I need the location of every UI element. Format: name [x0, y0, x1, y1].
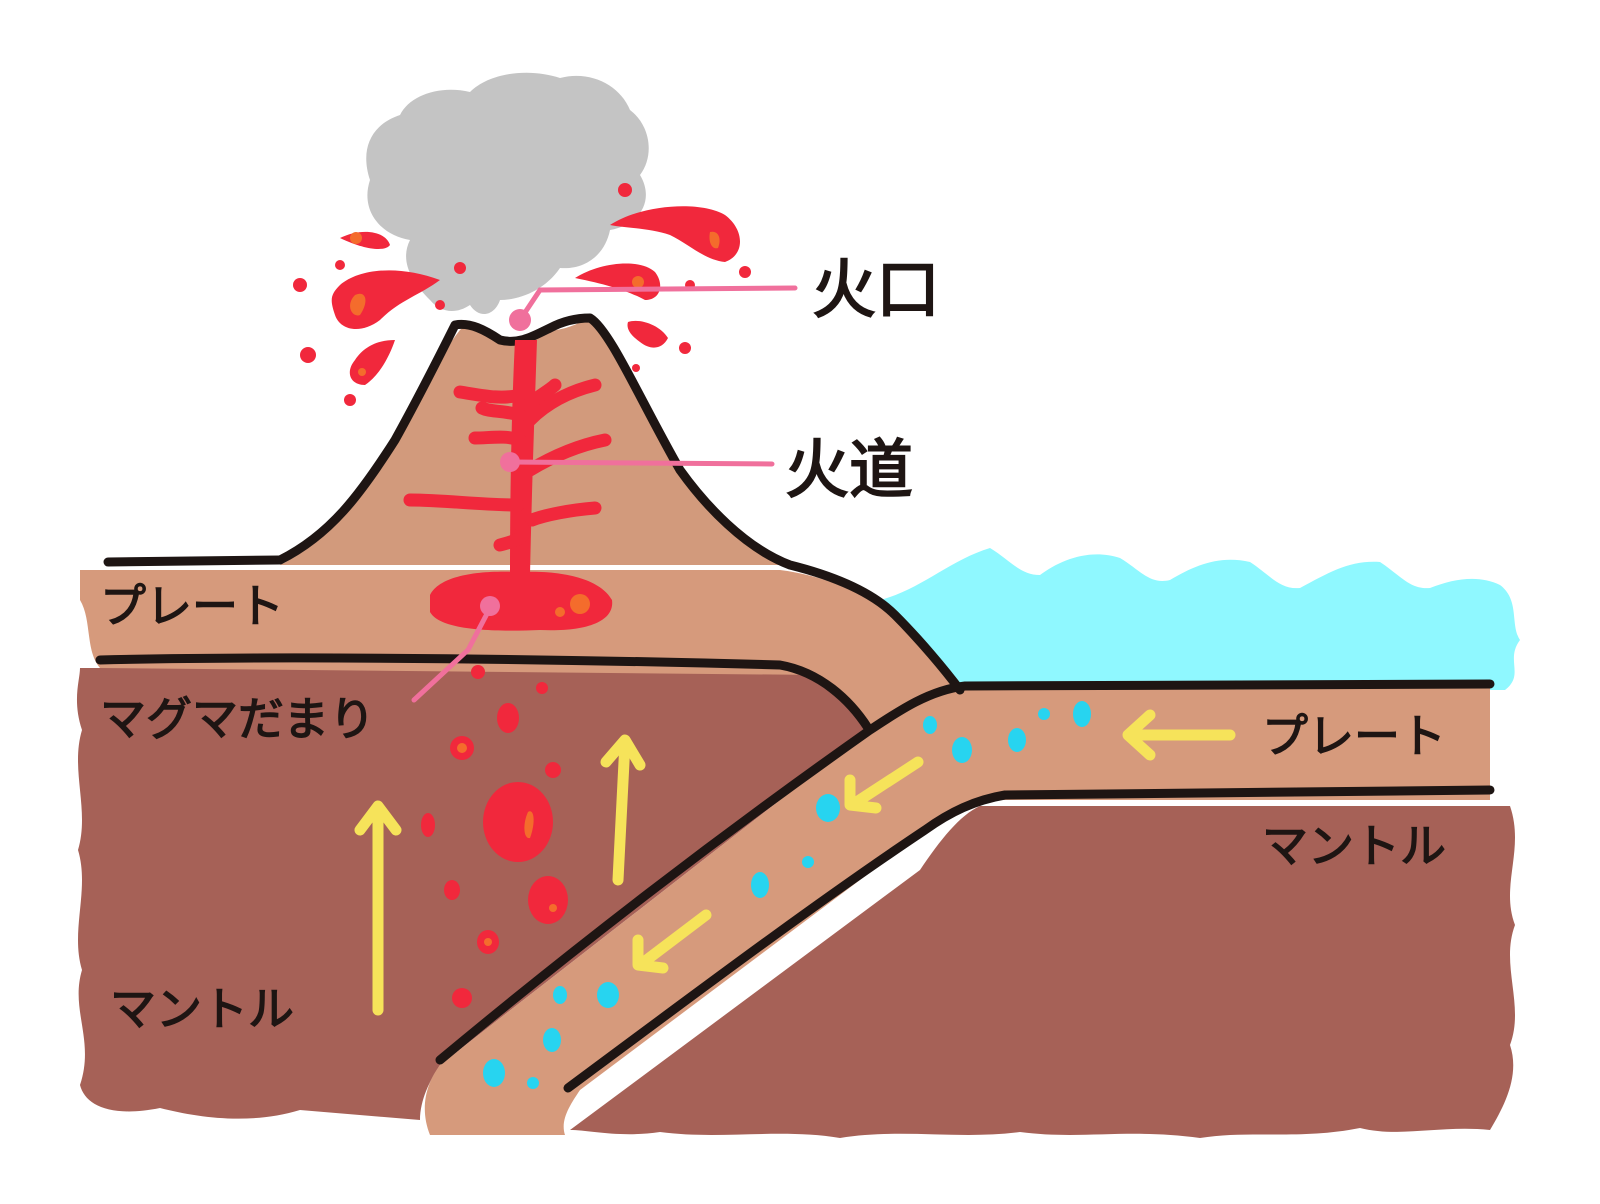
magma-blob-icon: [452, 988, 472, 1008]
lava-drop: [739, 266, 751, 278]
water-droplet-icon: [1038, 708, 1050, 720]
mantle-left: [76, 668, 876, 1120]
lava-highlight: [709, 231, 720, 249]
magma-highlight: [484, 938, 492, 946]
magma-blob-icon: [545, 762, 561, 778]
magma-system: [403, 340, 613, 631]
label-plate-left: プレート: [100, 579, 284, 633]
magma-blob-icon: [497, 703, 519, 733]
magma-highlight: [549, 904, 557, 912]
magma-blob-icon: [528, 876, 568, 924]
magma-branches: [403, 378, 612, 552]
leader-dot-conduit: [500, 452, 520, 472]
lava-bomb-icon: [331, 270, 440, 330]
sea: [880, 548, 1520, 690]
lava-bomb-icon: [575, 263, 661, 300]
lava-highlight: [358, 368, 366, 376]
lava-bomb-icon: [627, 320, 668, 348]
lava-highlight: [350, 293, 366, 316]
lava-highlight: [350, 232, 362, 244]
arrow-up-right-icon: [600, 734, 646, 886]
water-droplet-icon: [597, 982, 619, 1008]
flow-arrows: [354, 709, 1236, 1016]
magma-blob-icon: [536, 682, 548, 694]
mantle-right: [570, 806, 1515, 1138]
outline-ground-surface: [103, 555, 285, 567]
water-droplet-icon: [751, 872, 769, 898]
leader-magma-chamber: [411, 605, 493, 703]
magma-highlight: [570, 594, 590, 614]
outline-volcano: [275, 313, 965, 695]
leader-lines: [411, 285, 798, 703]
magma-highlight: [457, 743, 467, 753]
magma-blob-icon: [483, 782, 553, 862]
plate-left: [80, 570, 960, 730]
lava-drop: [679, 342, 691, 354]
water-droplet-icon: [527, 1077, 539, 1089]
lava-drop: [435, 300, 445, 310]
lava-drop: [454, 262, 466, 274]
magma-chamber: [430, 571, 613, 631]
label-mantle-right: マントル: [1262, 819, 1446, 873]
leader-dot-crater: [509, 309, 531, 331]
lava-drop: [293, 278, 307, 292]
outline-subducting-top: [435, 679, 1495, 1065]
outline-subducting-bottom: [563, 785, 1495, 1093]
magma-blob-icon: [444, 880, 460, 900]
water-droplet-icon: [802, 856, 814, 868]
water-droplet-icon: [1008, 728, 1026, 752]
lava-bomb-icon: [340, 231, 390, 250]
leader-dot-magma: [480, 596, 500, 616]
water-in-plate: [483, 701, 1091, 1089]
rising-magma: [421, 665, 568, 1008]
magma-highlight: [555, 607, 565, 617]
water-droplet-icon: [1073, 701, 1091, 727]
water-droplet-icon: [483, 1059, 505, 1087]
lava-drop: [618, 183, 632, 197]
lava-highlight: [632, 276, 644, 288]
label-mantle-left: マントル: [110, 982, 294, 1036]
lava-drop: [335, 260, 345, 270]
label-crater: 火口: [812, 254, 940, 328]
arrow-up-left-icon: [354, 800, 402, 1016]
water-droplet-icon: [923, 716, 937, 734]
arrow-plate-left-icon: [1122, 709, 1236, 761]
water-droplet-icon: [952, 737, 972, 763]
water-droplet-icon: [553, 986, 567, 1004]
arrow-subduct-upper-icon: [844, 756, 924, 814]
leader-crater: [517, 285, 798, 323]
lava-bomb-icon: [349, 340, 395, 385]
lava-drop: [344, 394, 356, 406]
water-droplet-icon: [543, 1028, 561, 1052]
arrow-subduct-lower-icon: [632, 909, 712, 974]
lava-drop: [632, 364, 640, 372]
lava-bomb-icon: [610, 206, 740, 262]
ash-cloud-icon: [366, 72, 649, 315]
label-magma-chamber: マグマだまり: [100, 692, 375, 746]
magma-blob-icon: [471, 665, 485, 679]
label-plate-right: プレート: [1262, 709, 1446, 763]
magma-highlight: [524, 811, 534, 839]
lava-bombs: [293, 183, 751, 406]
label-conduit: 火道: [785, 434, 913, 508]
magma-blob-icon: [421, 813, 435, 837]
lava-drop: [300, 347, 316, 363]
outlines: [95, 313, 1495, 1093]
leader-conduit: [507, 459, 775, 467]
outline-plate-mantle-left: [95, 653, 873, 733]
water-droplet-icon: [816, 794, 840, 822]
